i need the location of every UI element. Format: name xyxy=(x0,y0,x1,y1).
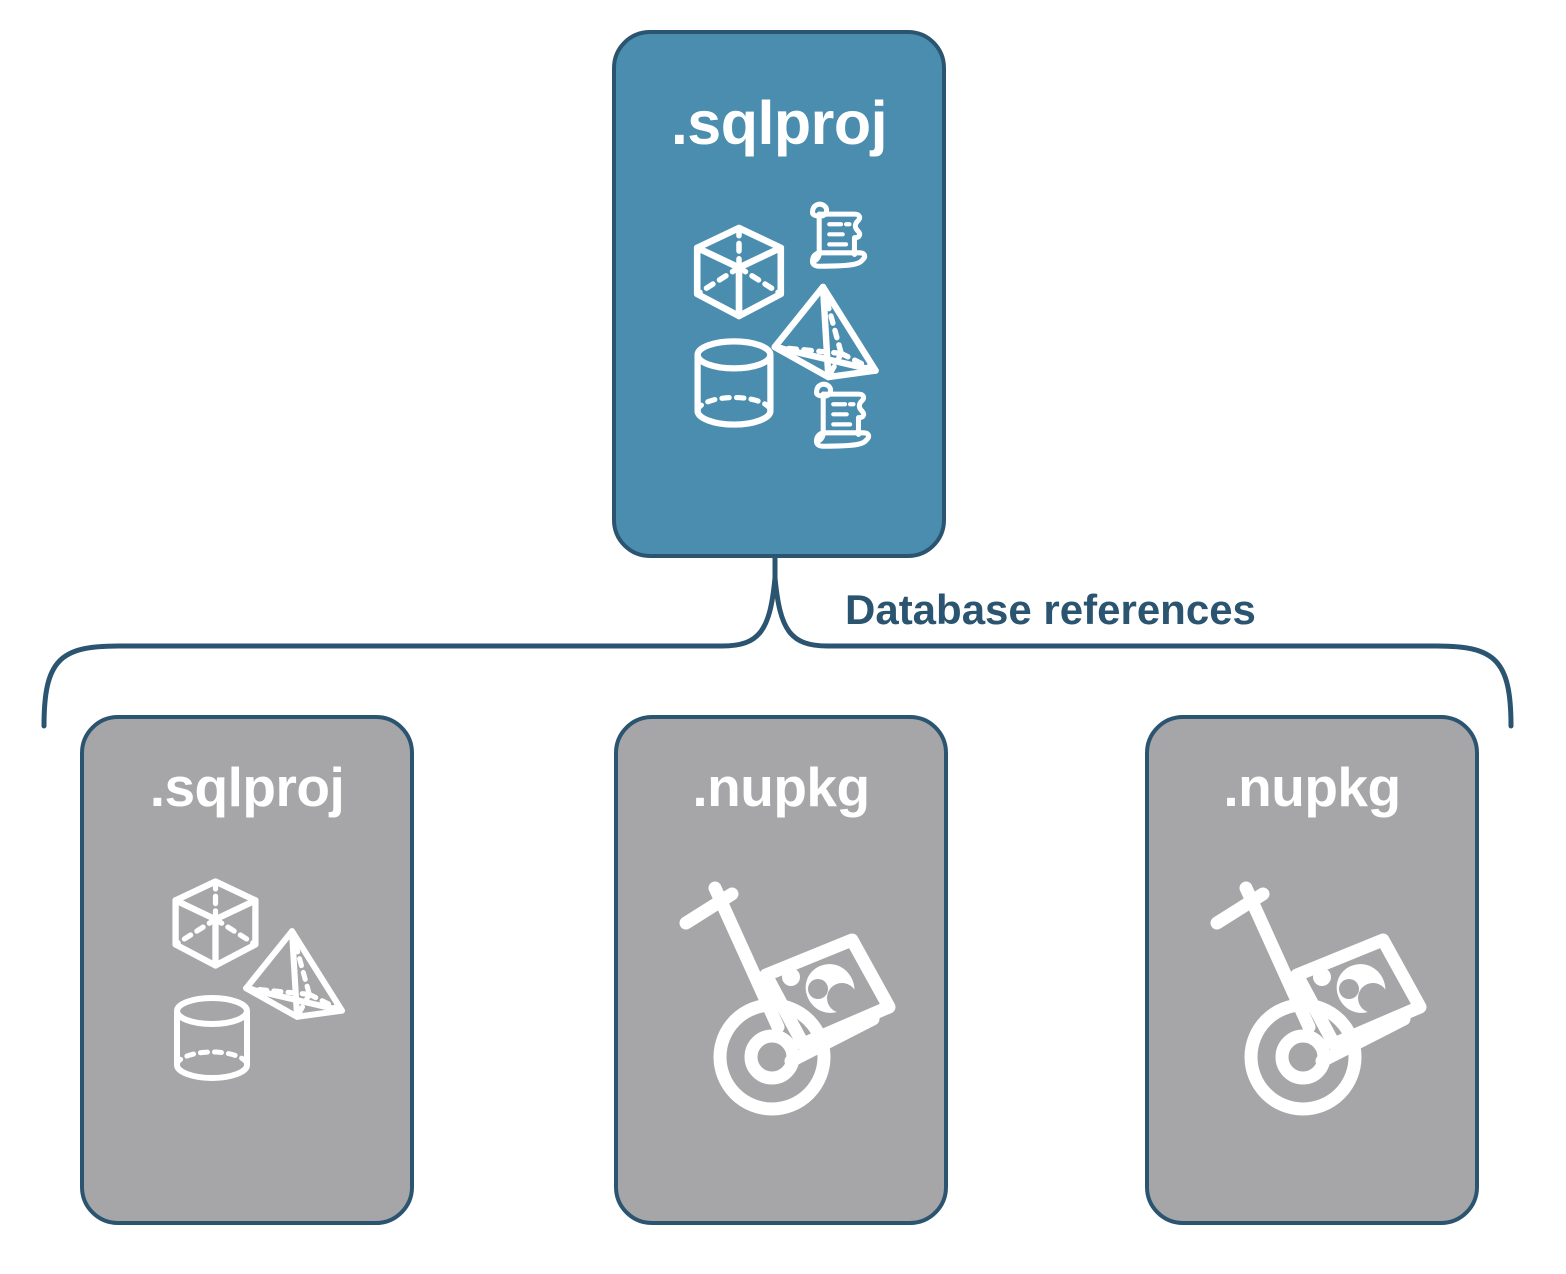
cube-icon xyxy=(172,878,259,969)
cylinder-icon xyxy=(694,338,774,428)
node-nupkg-reference-2[interactable]: .nupkg xyxy=(1145,715,1479,1225)
node-title: .sqlproj xyxy=(670,89,888,157)
connector-label: Database references xyxy=(845,586,1256,633)
scroll-icon xyxy=(813,381,872,449)
node-nupkg-reference-1[interactable]: .nupkg xyxy=(614,715,948,1225)
node-sqlproj-reference[interactable]: .sqlproj xyxy=(80,715,414,1225)
node-title: .nupkg xyxy=(1223,756,1401,818)
node-title: .sqlproj xyxy=(149,756,345,818)
hand-truck-package-icon xyxy=(1210,881,1427,1116)
node-sqlproj-root[interactable]: .sqlproj xyxy=(612,30,946,558)
pyramid-icon xyxy=(243,928,345,1020)
hand-truck-package-icon xyxy=(679,881,896,1116)
node-title: .nupkg xyxy=(692,756,870,818)
cube-icon xyxy=(693,224,785,320)
cylinder-icon xyxy=(174,995,250,1081)
pyramid-icon xyxy=(771,283,879,381)
scroll-icon xyxy=(809,201,868,269)
